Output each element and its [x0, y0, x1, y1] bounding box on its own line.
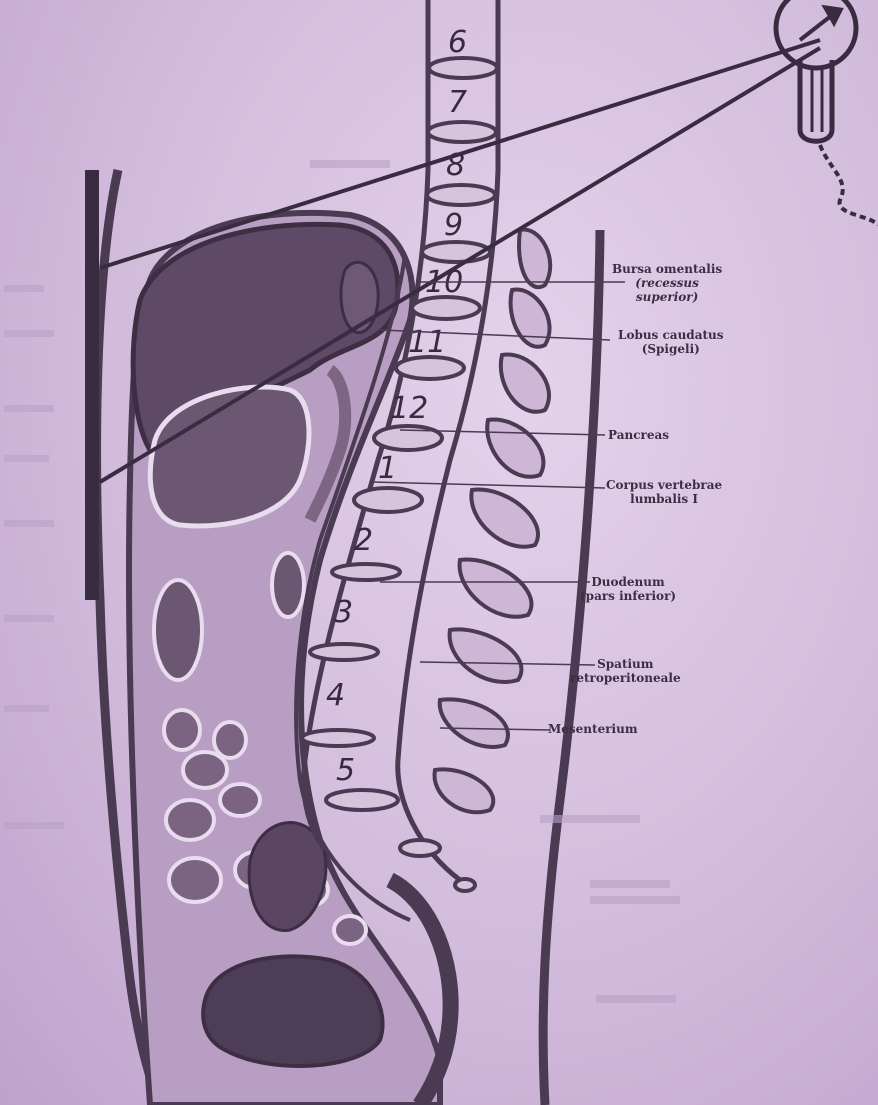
caudate-lobe: [341, 262, 378, 332]
label-line: (pars inferior): [580, 589, 676, 603]
label-line: superior): [612, 290, 722, 304]
label-corpus-vertebrae: Corpus vertebrae lumbalis I: [606, 478, 722, 506]
label-spatium-retroperitoneale: Spatium retroperitoneale: [570, 657, 681, 685]
vertebra-number: 3: [334, 595, 353, 630]
label-line: (recessus: [612, 276, 722, 290]
x-ray-tube-icon: [776, 0, 878, 225]
label-bursa-omentalis: Bursa omentalis (recessus superior): [612, 262, 722, 304]
faint-label-mark: [4, 520, 54, 527]
vertebra-number: 7: [448, 85, 467, 120]
faint-label-mark: [596, 995, 676, 1003]
faint-label-mark: [590, 880, 670, 888]
vertebra-number: 12: [390, 391, 428, 426]
vertebra-number: 6: [448, 25, 467, 60]
faint-label-mark: [4, 455, 49, 462]
colon-segment: [154, 580, 202, 680]
vertebra-number: 4: [326, 678, 345, 713]
faint-label-mark: [310, 160, 390, 168]
vertebra-number: 1: [378, 451, 397, 486]
label-duodenum: Duodenum (pars inferior): [580, 575, 676, 603]
label-line: Corpus vertebrae: [606, 478, 722, 492]
label-pancreas: Pancreas: [608, 428, 669, 442]
faint-label-mark: [4, 822, 64, 829]
faint-label-mark: [4, 330, 54, 337]
bladder: [203, 956, 382, 1066]
label-line: retroperitoneale: [570, 671, 681, 685]
faint-label-mark: [4, 285, 44, 292]
faint-label-mark: [4, 705, 49, 712]
vertebra-number: 5: [336, 753, 355, 788]
faint-label-mark: [540, 815, 640, 823]
label-line: Spatium: [570, 657, 681, 671]
label-line: Duodenum: [580, 575, 676, 589]
label-line: lumbalis I: [606, 492, 722, 506]
faint-label-mark: [4, 405, 54, 412]
duodenum-section: [272, 553, 304, 617]
label-line: Mesenterium: [548, 722, 638, 736]
label-mesenterium: Mesenterium: [548, 722, 638, 736]
faint-label-mark: [590, 896, 680, 904]
label-lobus-caudatus: Lobus caudatus (Spigeli): [618, 328, 724, 356]
label-line: Pancreas: [608, 428, 669, 442]
vertebra-number: 11: [408, 325, 446, 360]
faint-label-mark: [4, 615, 54, 622]
label-line: Lobus caudatus: [618, 328, 724, 342]
label-line: (Spigeli): [618, 342, 724, 356]
label-line: Bursa omentalis: [612, 262, 722, 276]
vertebra-number: 2: [354, 523, 373, 558]
vertebra-number: 9: [444, 208, 463, 243]
